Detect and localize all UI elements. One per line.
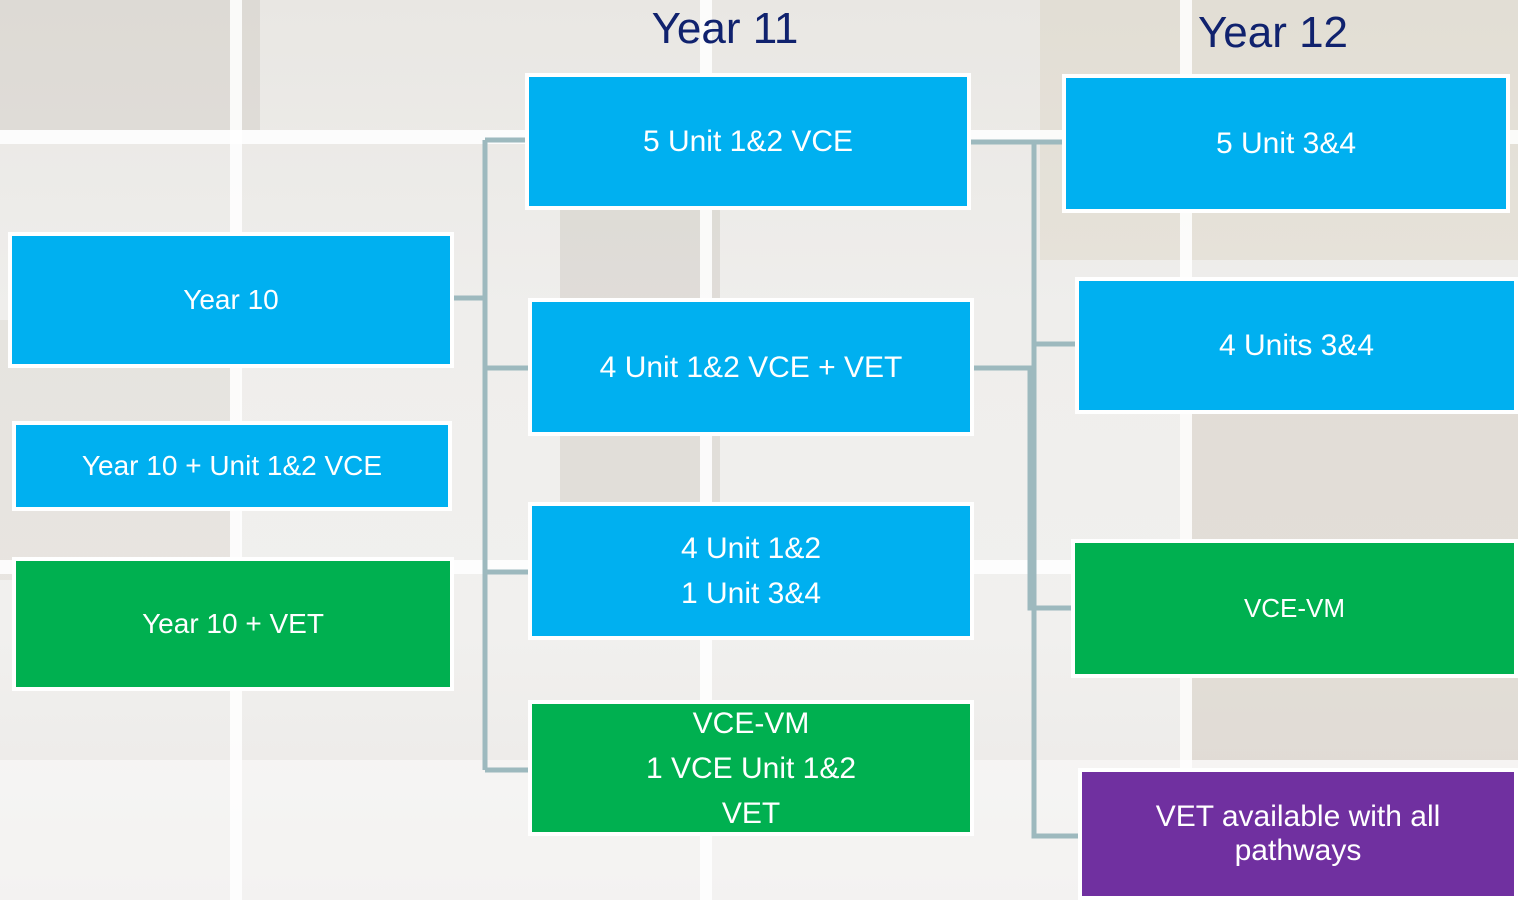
box-vcevm-line2: 1 VCE Unit 1&2 [645,751,857,785]
box-four-unit-line1: 4 Unit 1&2 [680,532,822,565]
box-five-unit-vce-label: 5 Unit 1&2 VCE [642,125,854,158]
box-four-units-34-label: 4 Units 3&4 [1218,329,1375,362]
box-year-10: Year 10 [8,232,454,368]
heading-year-11: Year 11 [651,4,799,53]
box-four-units-34: 4 Units 3&4 [1075,277,1518,414]
box-year-10-vet-label: Year 10 + VET [142,608,324,639]
box-vet-available: VET available with all pathways [1078,768,1518,900]
box-five-unit-vce: 5 Unit 1&2 VCE [525,73,971,210]
box-year-10-unit-vce: Year 10 + Unit 1&2 VCE [12,421,452,511]
box-vcevm-year11: VCE-VM 1 VCE Unit 1&2 VET [528,700,974,836]
box-five-unit-34-label: 5 Unit 3&4 [1215,127,1357,160]
box-year-10-label: Year 10 [183,284,279,315]
box-year-10-unit-vce-label: Year 10 + Unit 1&2 VCE [81,450,383,481]
connector-four-unit-vet-trunk [970,365,1074,611]
box-vcevm-year12-label: VCE-VM [1243,593,1346,623]
box-four-unit-line2: 1 Unit 3&4 [680,577,822,610]
connector-to-vet-all [1031,344,1080,839]
box-vcevm-year12: VCE-VM [1071,539,1518,678]
box-four-unit-vce-vet-label: 4 Unit 1&2 VCE + VET [599,350,903,384]
box-vcevm-line3: VET [721,796,781,830]
heading-year-12: Year 12 [1197,8,1349,57]
box-five-unit-34: 5 Unit 3&4 [1062,74,1510,213]
box-four-unit-vce-vet: 4 Unit 1&2 VCE + VET [528,298,974,436]
connector-five-unit-trunk [968,139,1078,347]
box-four-unit-one-unit-34: 4 Unit 1&2 1 Unit 3&4 [528,502,974,640]
box-vcevm-line1: VCE-VM [692,706,810,740]
box-vet-available-label: VET available with all pathways [1155,799,1441,868]
box-year-10-vet: Year 10 + VET [12,557,454,691]
connector-year10-trunk [452,140,488,770]
